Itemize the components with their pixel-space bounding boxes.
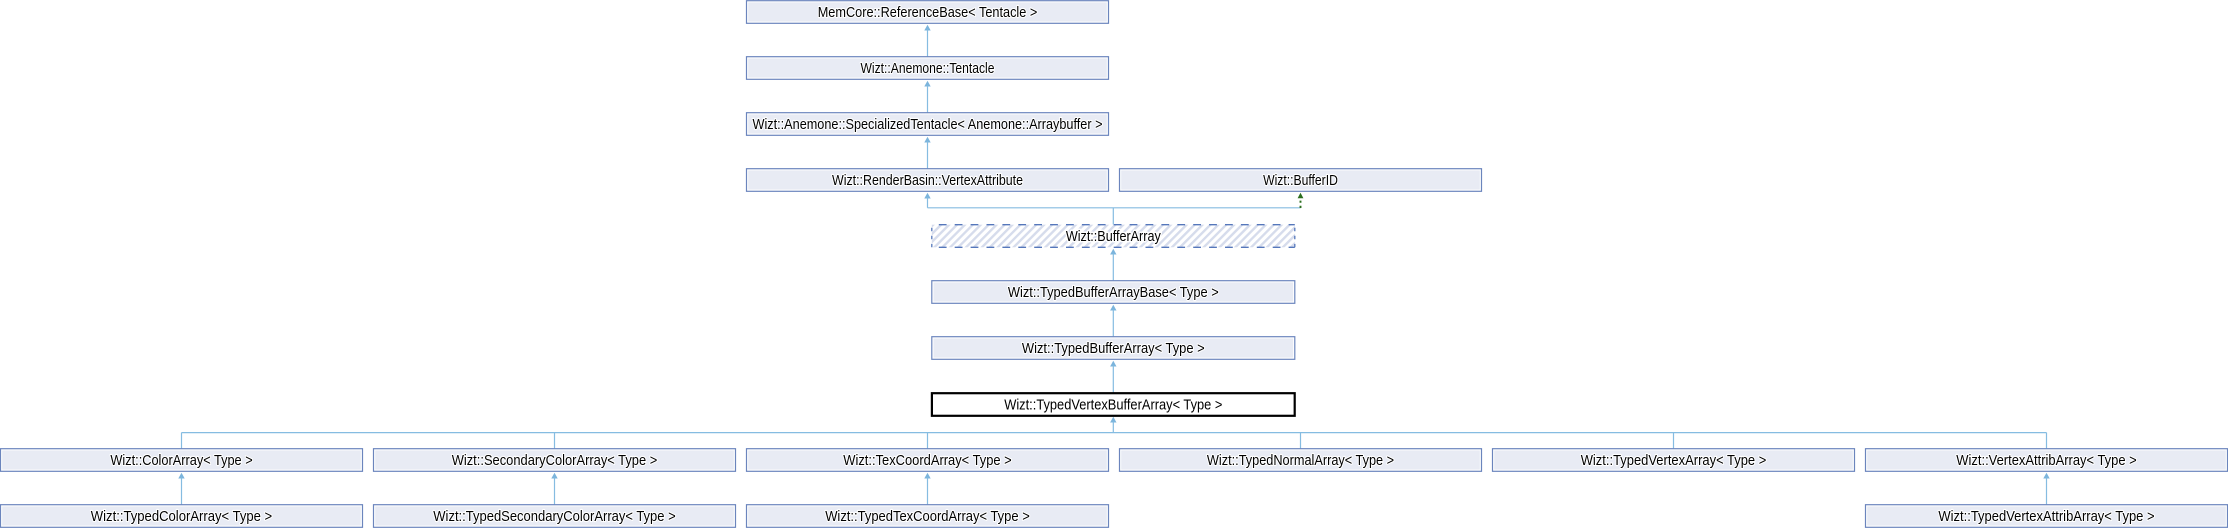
svg-text:MemCore::ReferenceBase< Tentac: MemCore::ReferenceBase< Tentacle >	[818, 4, 1038, 21]
svg-text:Wizt::TypedVertexBufferArray<: Wizt::TypedVertexBufferArray< Type >	[1004, 396, 1222, 413]
svg-text:Wizt::TypedBufferArrayBase< Ty: Wizt::TypedBufferArrayBase< Type >	[1008, 284, 1219, 301]
svg-text:Wizt::SecondaryColorArray< Typ: Wizt::SecondaryColorArray< Type >	[452, 452, 658, 469]
svg-text:Wizt::TypedColorArray< Type >: Wizt::TypedColorArray< Type >	[91, 508, 273, 525]
svg-text:Wizt::TypedNormalArray< Type >: Wizt::TypedNormalArray< Type >	[1207, 452, 1394, 469]
svg-text:Wizt::ColorArray< Type >: Wizt::ColorArray< Type >	[110, 452, 253, 469]
svg-text:Wizt::Anemone::Tentacle: Wizt::Anemone::Tentacle	[861, 60, 995, 77]
svg-text:Wizt::RenderBasin::VertexAttri: Wizt::RenderBasin::VertexAttribute	[832, 172, 1023, 189]
svg-text:Wizt::VertexAttribArray< Type: Wizt::VertexAttribArray< Type >	[1956, 452, 2137, 469]
svg-text:Wizt::TypedVertexAttribArray<: Wizt::TypedVertexAttribArray< Type >	[1938, 508, 2154, 525]
svg-text:Wizt::TypedVertexArray< Type >: Wizt::TypedVertexArray< Type >	[1581, 452, 1767, 469]
svg-text:Wizt::TypedTexCoordArray< Type: Wizt::TypedTexCoordArray< Type >	[825, 508, 1030, 525]
svg-text:Wizt::Anemone::SpecializedTent: Wizt::Anemone::SpecializedTentacle< Anem…	[753, 116, 1103, 133]
svg-text:Wizt::TypedSecondaryColorArray: Wizt::TypedSecondaryColorArray< Type >	[433, 508, 676, 525]
svg-text:Wizt::BufferArray: Wizt::BufferArray	[1066, 228, 1161, 245]
svg-text:Wizt::TypedBufferArray< Type >: Wizt::TypedBufferArray< Type >	[1022, 340, 1205, 357]
svg-text:Wizt::TexCoordArray< Type >: Wizt::TexCoordArray< Type >	[843, 452, 1012, 469]
svg-text:Wizt::BufferID: Wizt::BufferID	[1263, 172, 1338, 189]
